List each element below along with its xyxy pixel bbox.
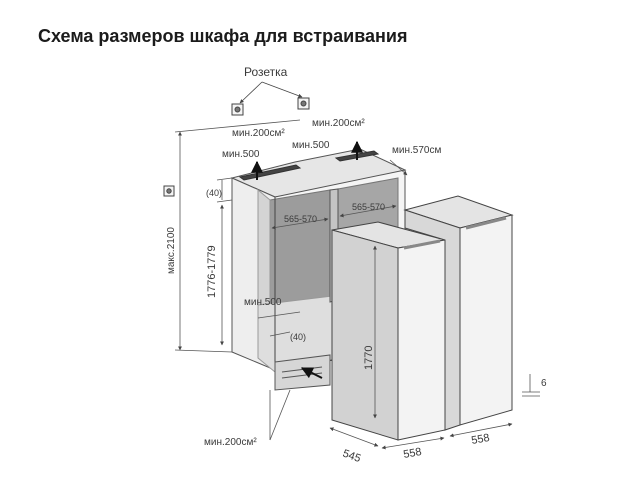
unit-width-left-label: 558 [402, 446, 422, 461]
niche-depth-label: мин.570см [392, 145, 441, 156]
dimension-lines [174, 119, 540, 450]
niche-height-label: 1776-1779 [206, 245, 218, 298]
bottom-depth-label: мин.500 [244, 297, 282, 308]
socket-icon [163, 97, 310, 197]
inner-width-right-label: 565-570 [352, 202, 385, 212]
top-depth-right: мин.500 [292, 140, 330, 151]
bottom-vent-area-label: мин.200см² [204, 437, 257, 448]
socket-pointers [239, 81, 303, 104]
appliance-right [403, 195, 514, 431]
gap-bottom-label: (40) [290, 332, 306, 342]
top-depth-left: мин.500 [222, 149, 260, 160]
unit-width-right-label: 558 [470, 432, 490, 447]
page-title: Схема размеров шкафа для встраивания [38, 26, 408, 46]
unit-depth-label: 545 [341, 448, 362, 466]
gap-top-label: (40) [206, 188, 222, 198]
inner-width-left-label: 565-570 [284, 214, 317, 224]
top-vent-left-area: мин.200см² [232, 128, 285, 139]
appliance-left [331, 221, 446, 441]
max-height-label: макс.2100 [166, 227, 177, 274]
plinth-gap-label: 6 [541, 378, 547, 389]
appliance-height-label: 1770 [363, 346, 375, 370]
top-vent-right-area: мин.200см² [312, 118, 365, 129]
socket-label: Розетка [244, 65, 288, 79]
airflow-arrows [251, 140, 363, 379]
